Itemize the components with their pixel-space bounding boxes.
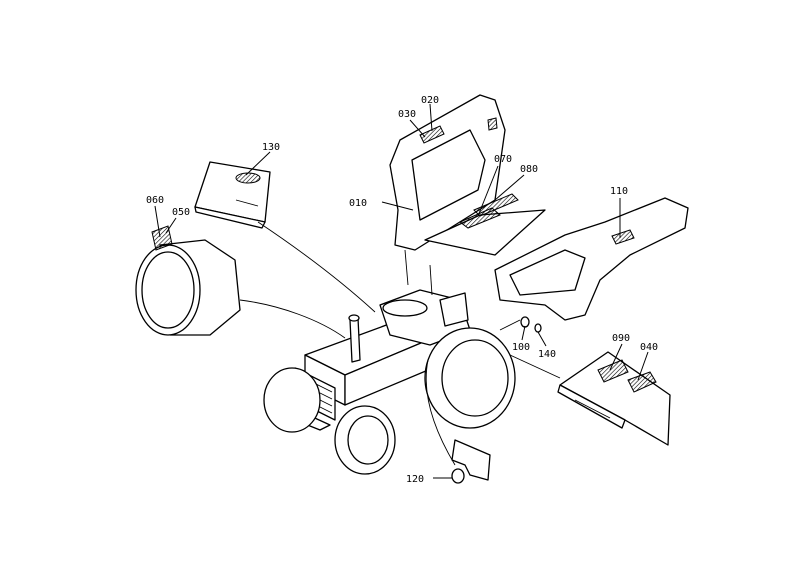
label-100: 100	[512, 342, 530, 353]
label-040: 040	[640, 342, 658, 353]
label-110: 110	[610, 186, 628, 197]
part-labels: 010 020 030 040 050 060 070 080 090 100 …	[146, 95, 658, 485]
label-020: 020	[421, 95, 439, 106]
label-010: 010	[349, 198, 367, 209]
part-070-step-panel	[424, 193, 546, 256]
part-050-cylinder-guard	[135, 225, 241, 336]
label-060: 060	[146, 195, 164, 206]
part-130-shield	[194, 161, 271, 229]
label-070: 070	[494, 154, 512, 165]
label-140: 140	[538, 349, 556, 360]
label-090: 090	[612, 333, 630, 344]
label-050: 050	[172, 207, 190, 218]
tractor-body	[263, 289, 516, 475]
leader-lines	[154, 103, 649, 479]
part-120-connector	[451, 439, 491, 484]
part-110-fender-right	[494, 197, 689, 321]
label-030: 030	[398, 109, 416, 120]
label-120: 120	[406, 474, 424, 485]
label-130: 130	[262, 142, 280, 153]
part-090-plate	[557, 351, 671, 446]
label-080: 080	[520, 164, 538, 175]
assembly-lines	[239, 221, 561, 466]
